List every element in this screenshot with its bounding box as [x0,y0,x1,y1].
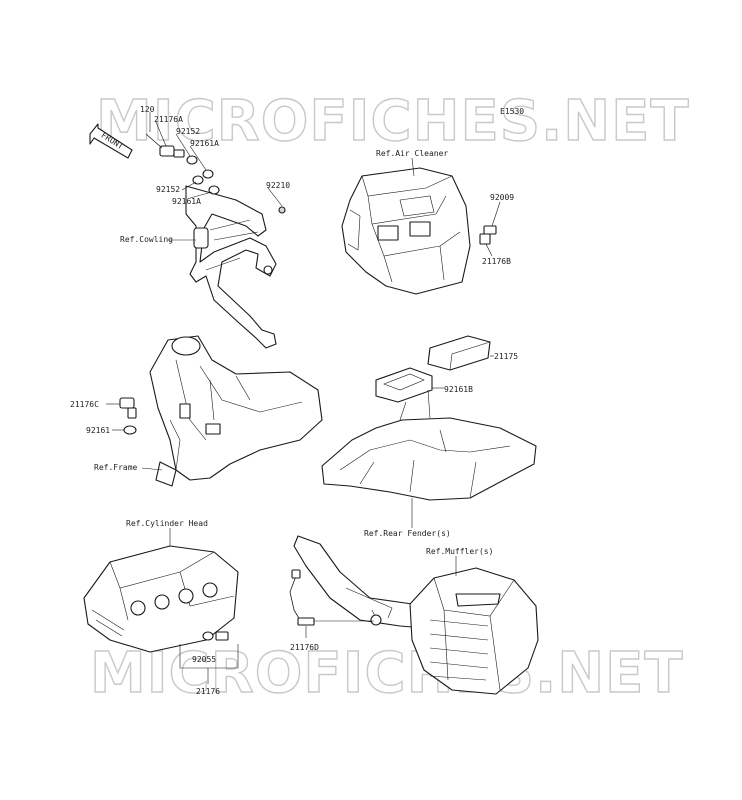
nut-92210 [278,206,286,214]
air-cleaner-housing [341,167,471,295]
leader-frame [141,467,163,471]
label-21176B: 21176B [482,257,511,266]
label-92152-a: 92152 [176,127,200,136]
label-ref-cylinder-head: Ref.Cylinder Head [126,519,208,528]
label-92161A-b: 92161A [172,197,201,206]
label-92152-b: 92152 [156,185,180,194]
exhaust-pipe [293,535,431,629]
label-92055: 92055 [192,655,216,664]
label-ref-air-cleaner: Ref.Air Cleaner [376,149,448,158]
cylinder-head [83,545,239,653]
label-92161: 92161 [86,426,110,435]
leader-21176B [485,243,493,257]
label-21176D: 21176D [290,643,319,652]
leader-bracket-21176 [179,644,239,684]
sensor-21176D [289,569,374,626]
label-92161B: 92161B [444,385,473,394]
leader-air-cleaner [411,157,415,177]
washer-92152-a [186,155,214,179]
ecu-holder-92161B [375,367,433,403]
label-21176C: 21176C [70,400,99,409]
label-ref-cowling: Ref.Cowling [120,235,173,244]
washer-92161 [123,425,137,435]
diagram-code: E1530 [500,107,524,116]
label-ref-frame: Ref.Frame [94,463,138,472]
label-92009: 92009 [490,193,514,202]
sensor-21176A [145,133,185,158]
label-21176A: 21176A [154,115,183,124]
leaders-top-left [149,112,283,241]
rear-fender [321,389,537,501]
label-21175: 21175 [494,352,518,361]
watermark-bottom: MICROFICHES.NET [90,641,684,706]
frame [149,335,323,487]
label-92210: 92210 [266,181,290,190]
leader-92009 [491,201,501,227]
sensor-21176B [479,225,497,245]
label-21176: 21176 [196,687,220,696]
label-92161A-a: 92161A [190,139,219,148]
watermark-top: MICROFICHES.NET [96,89,690,154]
ecu-21175 [427,335,491,371]
muffler [409,567,539,695]
sensor-21176 [202,631,229,641]
label-120: 120 [140,105,155,114]
sensor-21176C [119,397,137,419]
label-ref-muffler: Ref.Muffler(s) [426,547,493,556]
cowling-bracket [185,185,277,349]
label-ref-rear-fender: Ref.Rear Fender(s) [364,529,451,538]
